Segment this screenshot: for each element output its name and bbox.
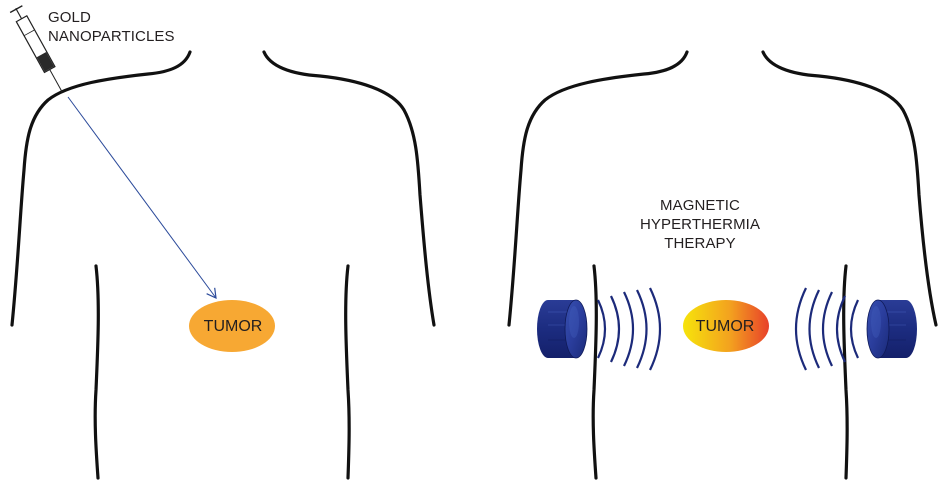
tumor-left-label: TUMOR [178,318,288,336]
left-torso-left-side [95,266,98,478]
right-torso-left-shoulder [509,52,687,325]
left-torso-right-side [346,266,349,478]
therapy-label-line1: MAGNETIC [620,196,780,215]
tumor-right-label: TUMOR [670,318,780,336]
injection-arrow [68,97,216,298]
therapy-label-line2: HYPERTHERMIA [620,215,780,234]
magnet-right-icon [867,300,917,358]
gold-label-line2: NANOPARTICLES [48,27,175,46]
left-torso-right-shoulder [264,52,434,325]
gold-label-line1: GOLD [48,8,175,27]
magnet-left-icon [537,300,587,358]
gold-nanoparticles-label: GOLD NANOPARTICLES [48,8,175,46]
magnetic-hyperthermia-label: MAGNETIC HYPERTHERMIA THERAPY [620,196,780,253]
left-torso-left-shoulder [12,52,190,325]
therapy-label-line3: THERAPY [620,234,780,253]
waves-right-icon [796,288,858,370]
right-torso [509,52,936,478]
left-torso [12,52,434,478]
right-torso-right-shoulder [763,52,936,325]
right-torso-left-side [593,266,596,478]
waves-left-icon [598,288,660,370]
